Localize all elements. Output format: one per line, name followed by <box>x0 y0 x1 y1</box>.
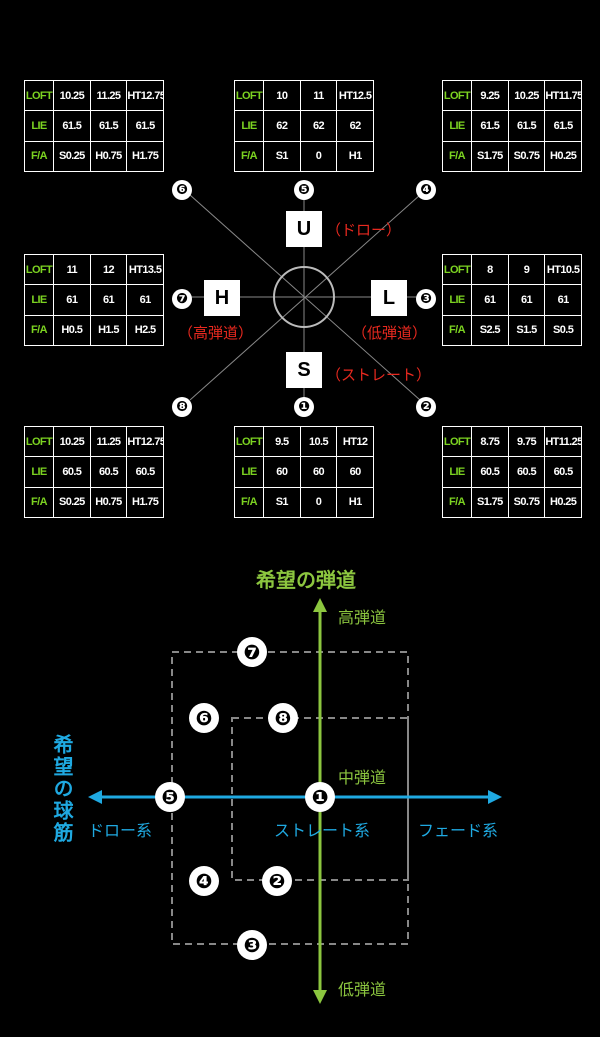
low-trajectory-label: 低弾道 <box>338 980 387 999</box>
number-4-badge: ❹ <box>416 180 436 200</box>
s-box: S <box>286 352 322 388</box>
fade-label: フェード系 <box>418 821 499 840</box>
up-arrow <box>313 598 327 612</box>
draw-label: ドロー系 <box>88 821 153 840</box>
right-arrow <box>488 790 502 804</box>
chart-number-1: ❶ <box>305 782 335 812</box>
l-label: （低弾道） <box>352 324 428 342</box>
u-box: U <box>286 211 322 247</box>
number-5-badge: ❺ <box>294 180 314 200</box>
number-7-badge: ❼ <box>172 289 192 309</box>
center-circle <box>273 266 335 328</box>
chart-number-3: ❸ <box>237 930 267 960</box>
chart-number-5: ❺ <box>155 782 185 812</box>
vertical-axis-title: 希望の弾道 <box>256 568 356 592</box>
number-6-badge: ❻ <box>172 180 192 200</box>
number-8-badge: ❽ <box>172 397 192 417</box>
number-3-badge: ❸ <box>416 289 436 309</box>
l-box: L <box>371 280 407 316</box>
h-box: H <box>204 280 240 316</box>
horizontal-axis-title: 希望の球筋 <box>50 734 74 844</box>
mid-trajectory-label: 中弾道 <box>338 768 387 787</box>
s-label: （ストレート） <box>326 366 432 384</box>
number-1-badge: ❶ <box>294 397 314 417</box>
u-label: （ドロー） <box>326 221 402 239</box>
high-trajectory-label: 高弾道 <box>338 608 387 627</box>
chart-number-2: ❷ <box>262 866 292 896</box>
left-arrow <box>88 790 102 804</box>
chart-number-7: ❼ <box>237 637 267 667</box>
h-label: （高弾道） <box>178 324 254 342</box>
down-arrow <box>313 990 327 1004</box>
chart-number-4: ❹ <box>189 866 219 896</box>
chart-number-8: ❽ <box>268 703 298 733</box>
straight-label: ストレート系 <box>274 821 371 840</box>
number-2-badge: ❷ <box>416 397 436 417</box>
chart-number-6: ❻ <box>189 703 219 733</box>
